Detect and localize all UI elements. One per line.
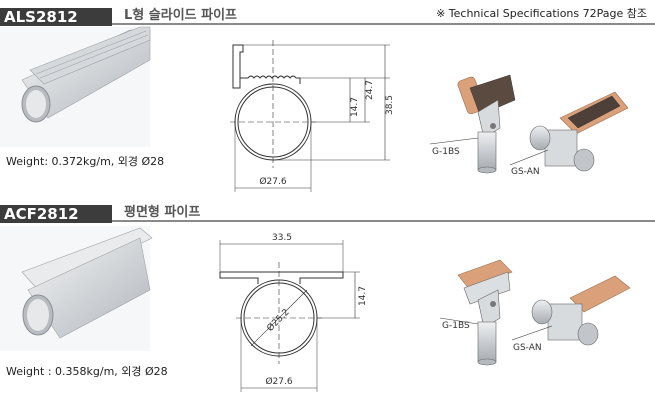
part-label-gs-an: GS-AN [513, 343, 542, 353]
weight-spec: Weight : 0.358kg/m, 외경 Ø28 [6, 365, 168, 378]
acf2812-product-photo [0, 226, 153, 351]
part-label-g-1bs: G-1BS [432, 147, 460, 157]
gs-an-fitting-illustration [529, 91, 629, 172]
dim-diameter: Ø27.6 [265, 376, 292, 387]
product-name: 평면형 파이프 [124, 205, 201, 220]
product-code: ALS2812 [0, 8, 112, 26]
als2812-product-photo [0, 26, 151, 147]
dim-inner-diameter: Ø25.2 [265, 307, 292, 334]
part-label-gs-an: GS-AN [511, 167, 540, 177]
gs-an-fitting-illustration [531, 275, 631, 346]
dim-width: 33.5 [272, 233, 292, 243]
dim-height-mid: 24.7 [365, 80, 375, 100]
acf2812-cross-section-drawing [219, 240, 360, 392]
dim-height-total: 38.5 [385, 95, 395, 115]
dim-height: 14.7 [358, 286, 368, 306]
part-label-g-1bs: G-1BS [442, 321, 470, 331]
als2812-cross-section-drawing [230, 40, 390, 192]
header-rule [112, 23, 655, 25]
dim-diameter: Ø27.6 [259, 176, 286, 187]
weight-spec: Weight: 0.372kg/m, 외경 Ø28 [6, 155, 165, 168]
technical-spec-note: ※ Technical Specifications 72Page 참조 [436, 7, 647, 20]
product-code: ACF2812 [0, 205, 112, 223]
section-header-als2812: ALS2812 L형 슬라이드 파이프 [0, 8, 655, 26]
g-1bs-fitting-illustration [457, 259, 513, 366]
g-1bs-fitting-illustration [457, 74, 516, 174]
section-header-acf2812: ACF2812 평면형 파이프 [0, 205, 655, 223]
header-rule [112, 220, 655, 222]
dim-height-inner: 14.7 [350, 97, 360, 117]
product-name: L형 슬라이드 파이프 [124, 8, 238, 23]
